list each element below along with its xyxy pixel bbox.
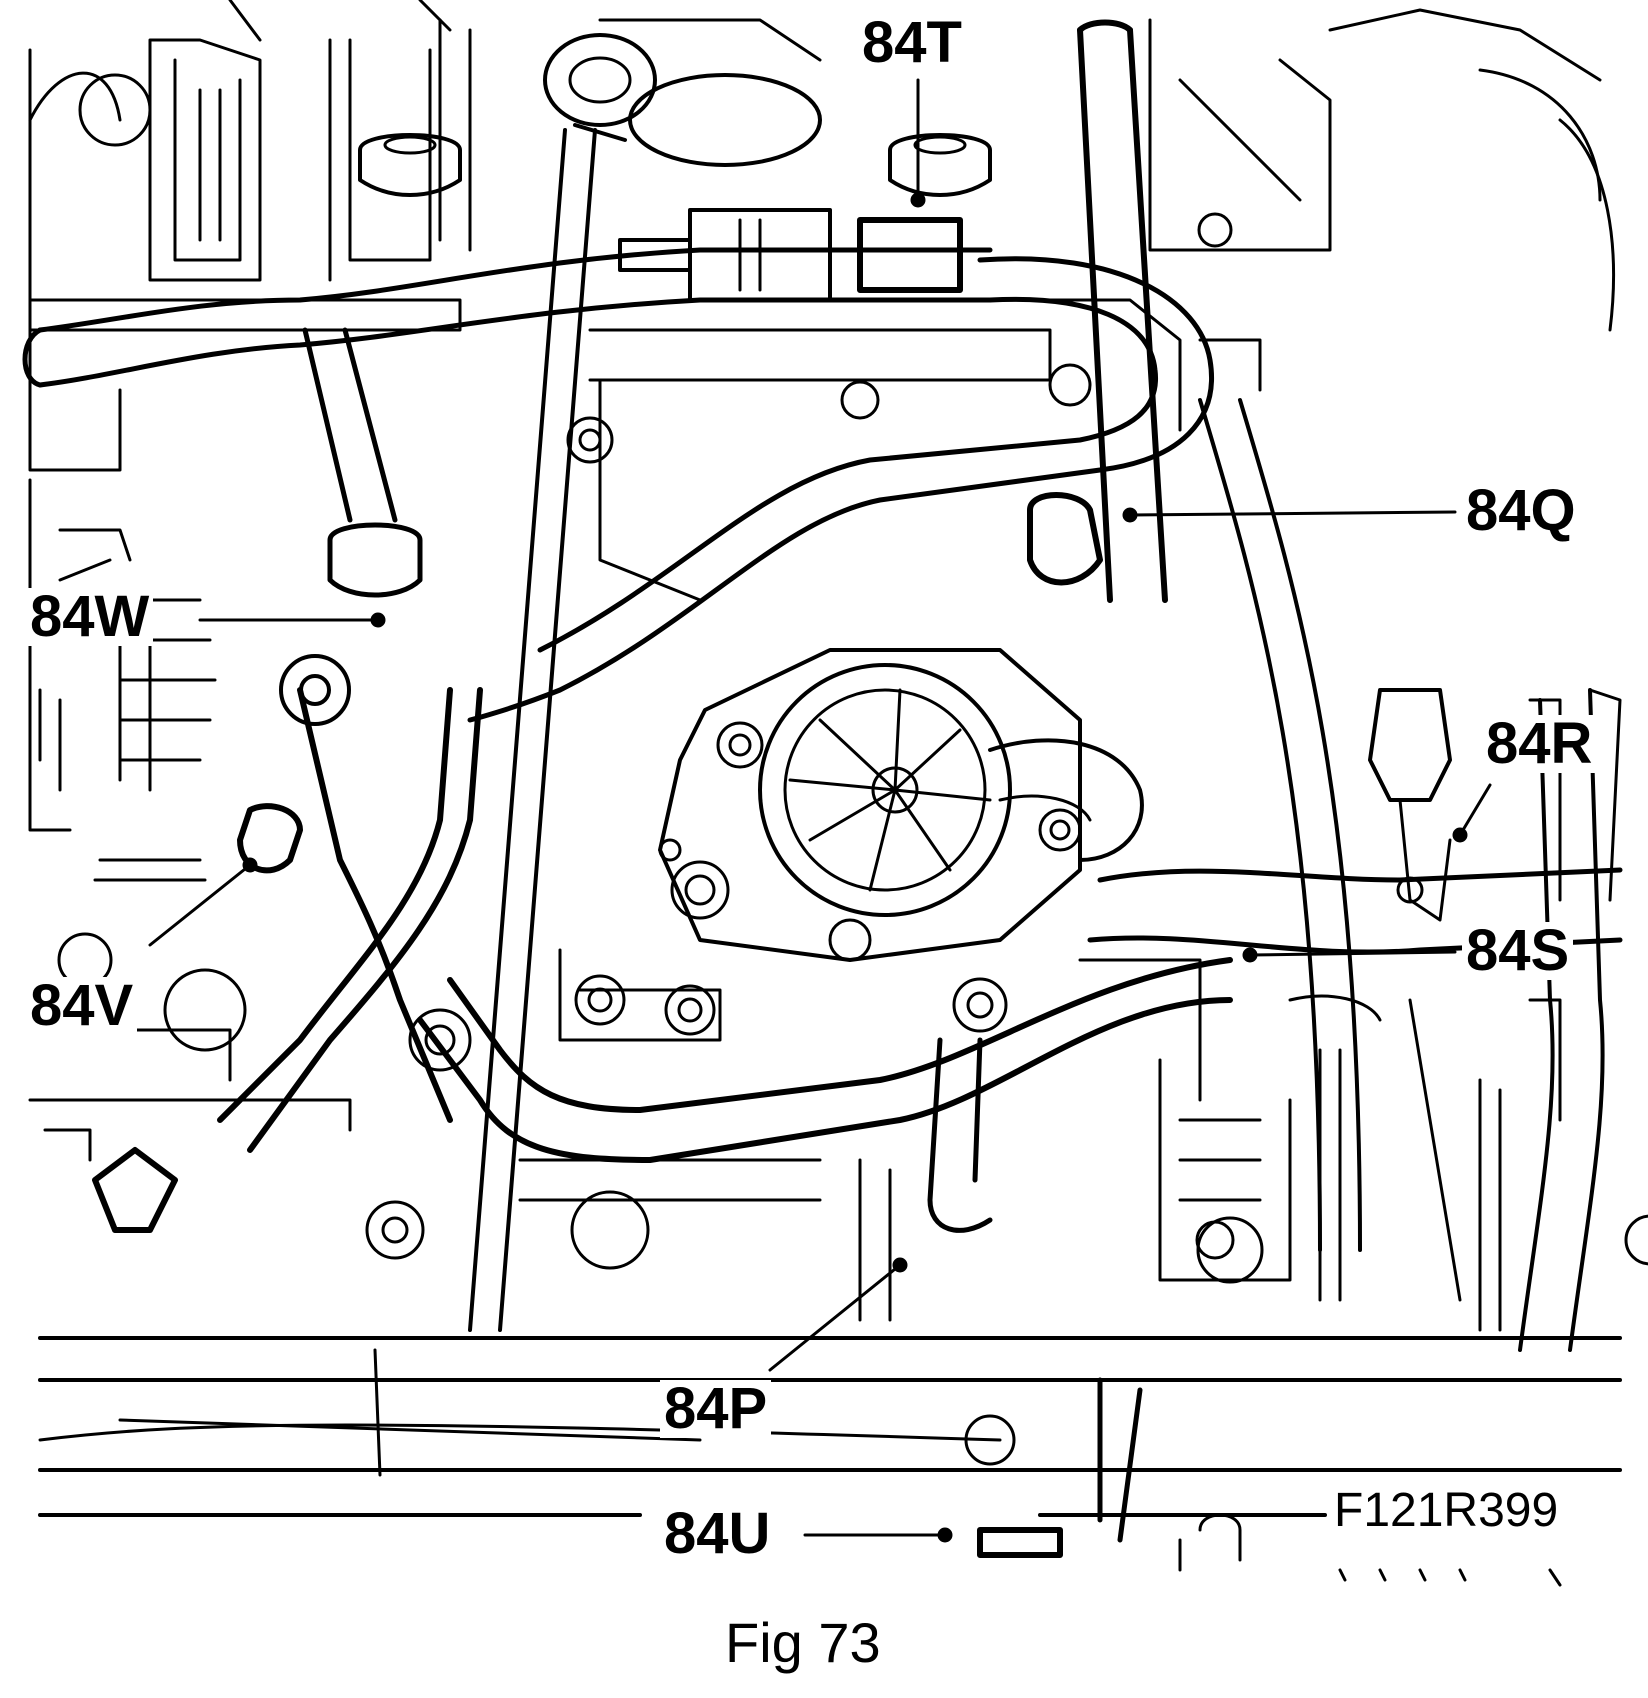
leader-dot-84S bbox=[1242, 947, 1258, 963]
callout-84U: 84U bbox=[660, 1505, 775, 1563]
leader-84R bbox=[1458, 783, 1492, 837]
callout-84W: 84W bbox=[26, 588, 154, 646]
leader-dot-84Q bbox=[1122, 507, 1138, 523]
leader-84V bbox=[148, 863, 252, 947]
leader-84P bbox=[768, 1263, 902, 1372]
callout-84Q: 84Q bbox=[1462, 482, 1580, 540]
callout-84R: 84R bbox=[1482, 715, 1597, 773]
figure-reference-code: F121R399 bbox=[1328, 1487, 1565, 1535]
figure-caption: Fig 73 bbox=[725, 1611, 881, 1674]
leader-dot-84W bbox=[370, 612, 386, 628]
leader-dot-84U bbox=[937, 1527, 953, 1543]
leader-dot-84R bbox=[1452, 827, 1468, 843]
leader-84S bbox=[1248, 950, 1457, 957]
hoses bbox=[22, 19, 1623, 1352]
callout-84T: 84T bbox=[858, 14, 966, 72]
callout-84S: 84S bbox=[1462, 922, 1574, 980]
leader-84Q bbox=[1128, 510, 1457, 517]
callout-84V: 84V bbox=[26, 977, 138, 1035]
lower-crossmember bbox=[38, 1336, 1622, 1587]
engine-block-outline bbox=[28, 0, 1648, 1332]
callout-84P: 84P bbox=[660, 1380, 772, 1438]
leader-dot-84T bbox=[910, 192, 926, 208]
leader-dot-84V bbox=[242, 857, 258, 873]
leader-dot-84P bbox=[892, 1257, 908, 1273]
pump-impeller-vanes bbox=[788, 688, 992, 892]
leader-lines bbox=[148, 78, 1492, 1543]
